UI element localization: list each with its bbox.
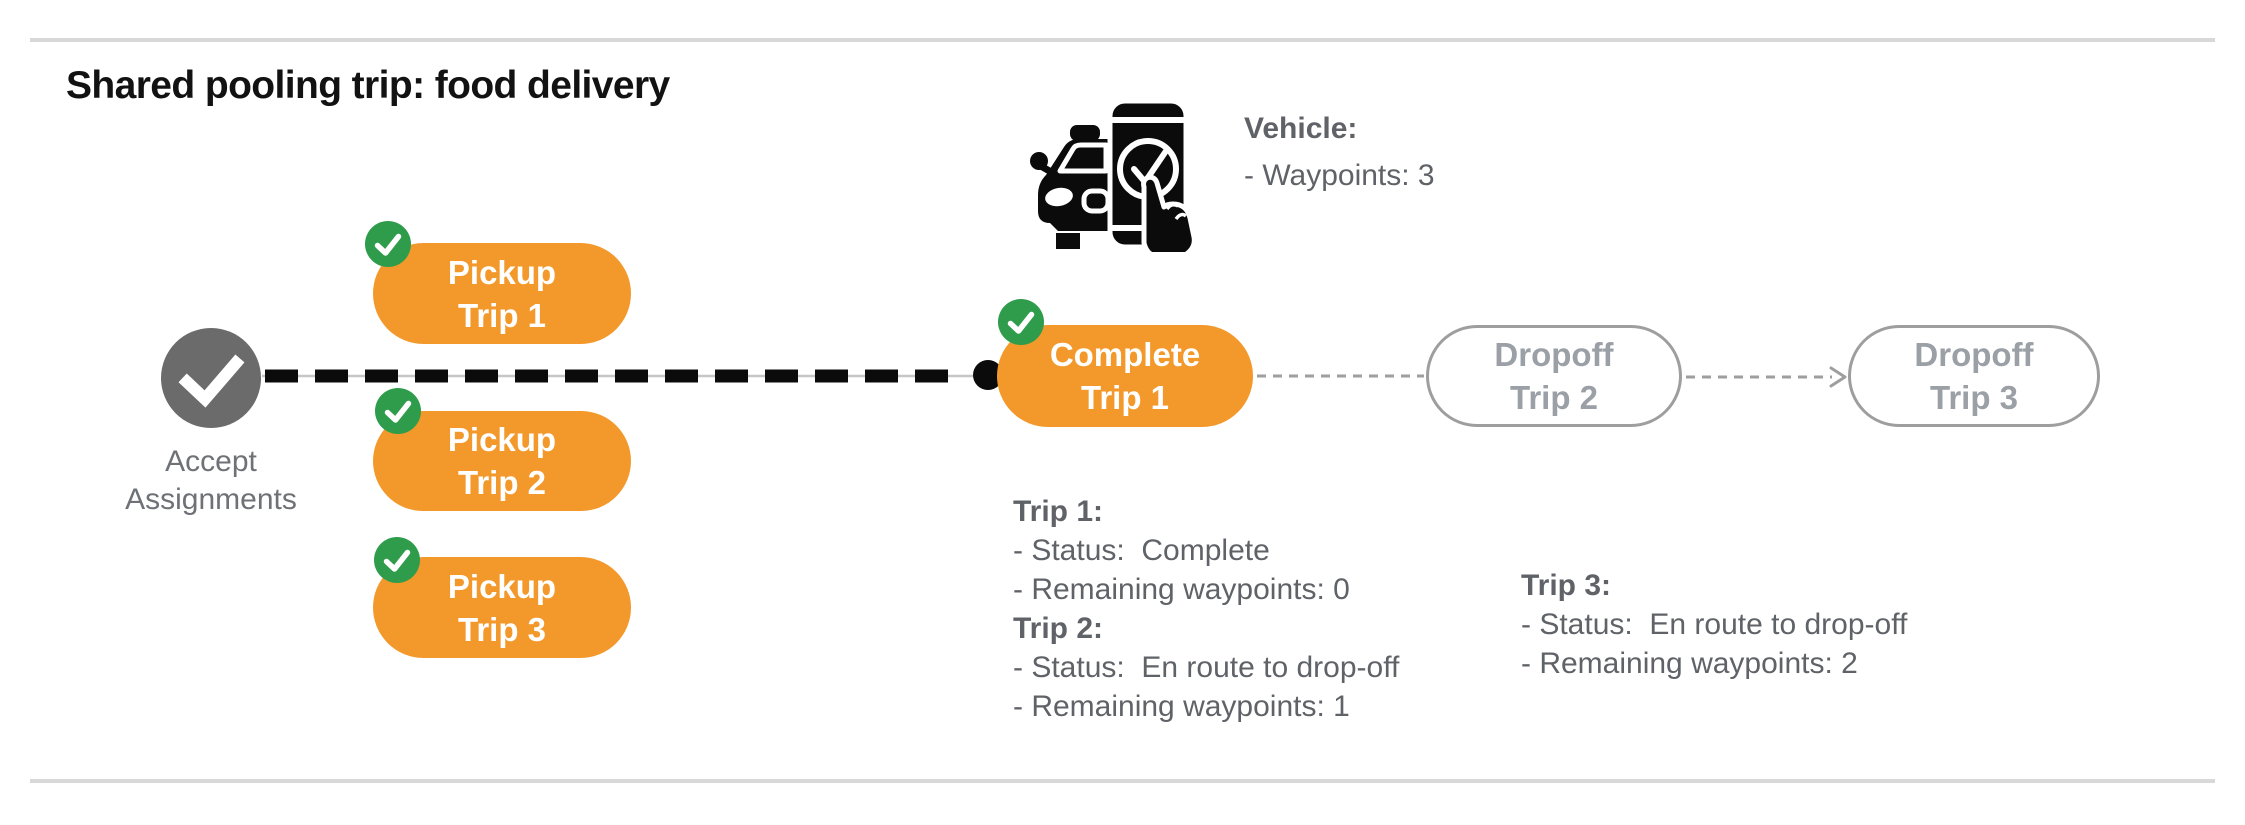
trip-3-label: Trip 3: xyxy=(1521,569,1612,602)
check-circle-icon xyxy=(375,388,421,434)
node-complete-trip-1: Complete Trip 1 xyxy=(997,325,1253,427)
vehicle-waypoints: - Waypoints: 3 xyxy=(1244,159,1435,192)
accept-assignments-node xyxy=(161,328,261,428)
trip-1-label: Trip 1: xyxy=(1013,495,1104,528)
node-label-line1: Pickup xyxy=(447,567,557,605)
trip-3-status: - Status: En route to drop-off xyxy=(1521,608,1908,641)
accept-label-line1: Accept xyxy=(165,445,257,478)
node-label-line2: Trip 1 xyxy=(1080,379,1170,416)
check-circle-icon xyxy=(365,221,411,267)
car-phone-check-icon xyxy=(1026,90,1197,260)
vehicle-label: Vehicle: xyxy=(1244,112,1358,145)
trip-status-block-2: Trip 3: - Status: En route to drop-off -… xyxy=(1521,566,1907,683)
node-label-line2: Trip 2 xyxy=(457,464,547,501)
node-label-line1: Dropoff xyxy=(1914,336,2034,373)
node-pickup-trip-2: Pickup Trip 2 xyxy=(373,411,631,511)
node-dropoff-trip-3: Dropoff Trip 3 xyxy=(1848,325,2100,427)
node-dropoff-trip-2: Dropoff Trip 2 xyxy=(1426,325,1682,427)
check-icon xyxy=(178,354,245,408)
node-label-line1: Dropoff xyxy=(1494,336,1614,373)
trip-2-waypoints: - Remaining waypoints: 1 xyxy=(1013,690,1350,723)
trip-status-block-1: Trip 1: - Status: Complete - Remaining w… xyxy=(1013,492,1399,726)
accept-assignments-label: Accept Assignments xyxy=(61,443,361,519)
top-divider xyxy=(30,38,2215,42)
bottom-divider xyxy=(30,779,2215,783)
node-label-line1: Complete xyxy=(1049,336,1201,373)
trip-3-waypoints: - Remaining waypoints: 2 xyxy=(1521,647,1858,680)
accept-label-line2: Assignments xyxy=(125,483,297,516)
car-phone-check-svg xyxy=(1030,98,1197,260)
node-label-line2: Trip 2 xyxy=(1509,379,1599,416)
trip-1-waypoints: - Remaining waypoints: 0 xyxy=(1013,573,1350,606)
page-title: Shared pooling trip: food delivery xyxy=(66,64,670,107)
node-pickup-trip-1: Pickup Trip 1 xyxy=(373,243,631,344)
check-circle-icon xyxy=(374,537,420,583)
node-label-line2: Trip 1 xyxy=(457,296,547,334)
node-label-line1: Pickup xyxy=(447,253,557,291)
arrowhead-icon xyxy=(1829,366,1847,388)
node-pickup-trip-3: Pickup Trip 3 xyxy=(373,557,631,658)
trip-2-label: Trip 2: xyxy=(1013,612,1104,645)
trip-2-status: - Status: En route to drop-off xyxy=(1013,651,1400,684)
vehicle-info: Vehicle: - Waypoints: 3 xyxy=(1244,105,1435,199)
trip-1-status: - Status: Complete xyxy=(1013,534,1270,567)
check-circle-icon xyxy=(998,299,1044,345)
node-label-line2: Trip 3 xyxy=(1929,379,2019,416)
node-label-line2: Trip 3 xyxy=(457,610,547,648)
node-label-line1: Pickup xyxy=(447,421,557,458)
